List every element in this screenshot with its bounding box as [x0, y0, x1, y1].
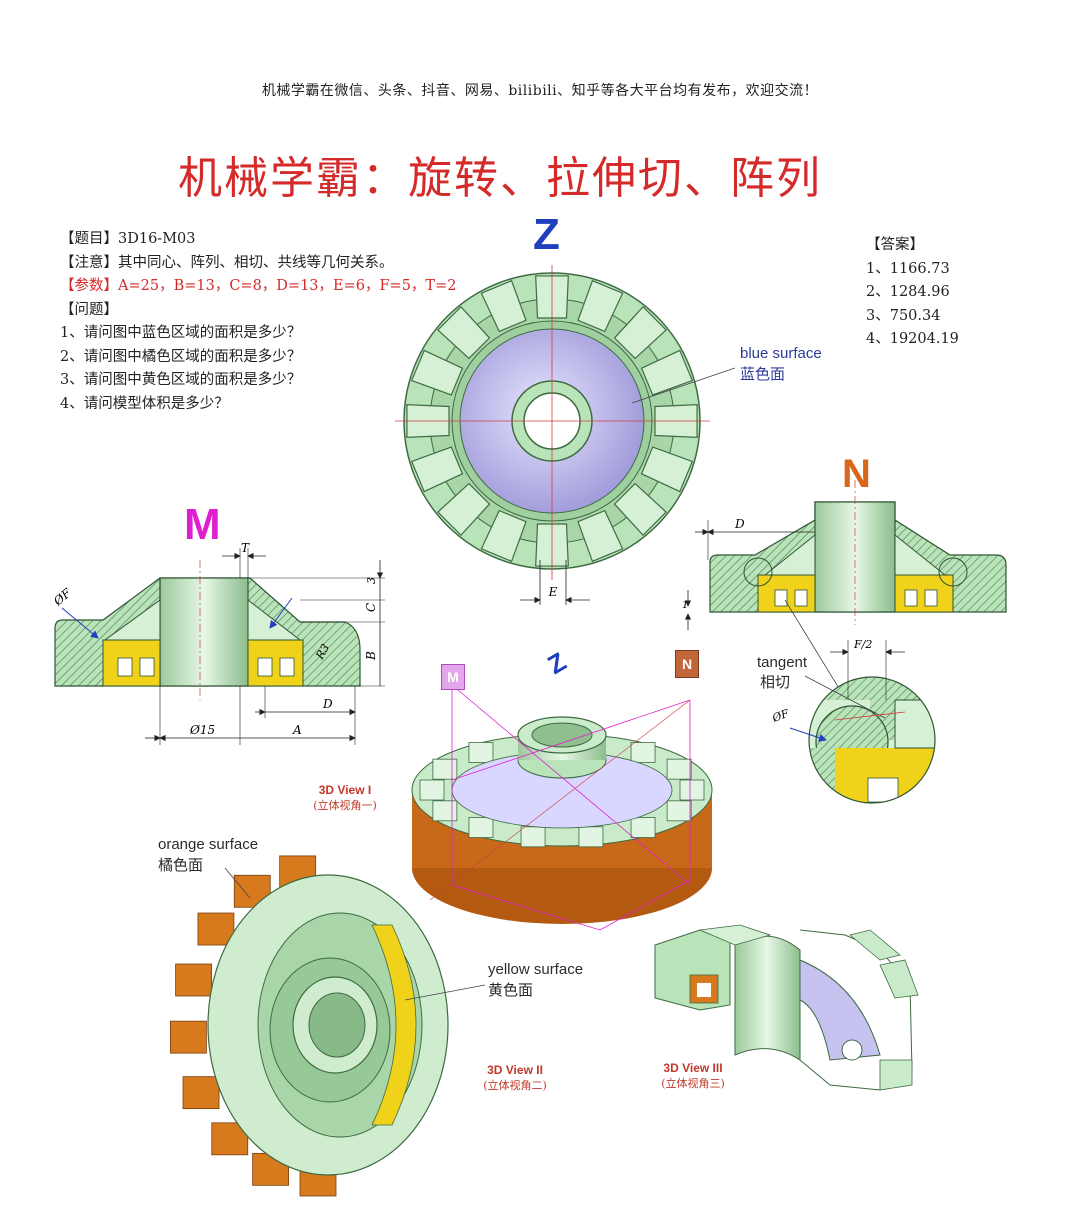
- iso-tooth: [419, 779, 445, 801]
- dim-e: E: [548, 585, 558, 599]
- view-letter-n: N: [842, 452, 871, 496]
- badge-n: N: [675, 650, 699, 678]
- iso-view-3: [654, 924, 919, 1091]
- spoke: [640, 446, 694, 493]
- answers-label: 【答案】: [866, 237, 924, 253]
- callout-blue-en: blue surface: [740, 345, 822, 362]
- answer-2: 2、1284.96: [866, 284, 950, 300]
- question-4: 4、请问模型体积是多少？: [60, 395, 229, 412]
- callout-orange-en: orange surface: [158, 836, 259, 853]
- problem-note-row: 【注意】其中同心、阵列、相切、共线等几何关系。: [60, 252, 520, 276]
- question-3: 3、请问图中黄色区域的面积是多少？: [60, 372, 302, 388]
- header-note: 机械学霸在微信、头条、抖音、网易、bilibili、知乎等各大平台均有发布，欢迎…: [261, 83, 819, 99]
- spoke: [577, 279, 624, 333]
- dim-d-n: D: [734, 517, 745, 531]
- view3-sub: (立体视角三): [661, 1077, 725, 1090]
- iso-tooth: [630, 817, 656, 838]
- view-letter-z: Z: [533, 210, 560, 259]
- dim-t: T: [241, 541, 250, 555]
- dim-f-detail: ØF: [770, 707, 791, 725]
- callout-tangent-zh: 相切: [760, 674, 791, 691]
- badge-m: M: [441, 664, 465, 690]
- dim-3: 3: [365, 577, 378, 584]
- spoke: [613, 482, 667, 536]
- dim-phi15: Ø15: [189, 723, 215, 737]
- spoke: [480, 509, 527, 563]
- callout-blue-zh: 蓝色面: [740, 366, 786, 383]
- question-2: 2、请问图中橘色区域的面积是多少？: [60, 348, 302, 365]
- iso-view-2: [170, 855, 486, 1197]
- iso-tooth: [432, 758, 458, 780]
- top-view-z: E: [395, 265, 736, 605]
- dim-f-left: ØF: [50, 585, 74, 608]
- dim-a: A: [292, 723, 302, 737]
- callout-tangent-en: tangent: [757, 654, 808, 671]
- problem-id-label: 【题目】: [60, 231, 118, 247]
- orange-tooth: [175, 963, 212, 997]
- section-view-n: D 1: [682, 480, 1007, 691]
- problem-id-value: 3D16-M03: [118, 231, 196, 247]
- orange-tooth: [233, 874, 271, 908]
- problem-note-label: 【注意】: [60, 254, 118, 271]
- section-view-m: 3 C B R3 T ØF D Ø15 A: [50, 541, 385, 745]
- orange-tooth: [170, 1020, 207, 1054]
- spoke: [410, 446, 464, 493]
- spoke: [640, 349, 694, 396]
- problem-params-row: 【参数】A=25，B=13，C=8，D=13，E=6，F=5，T=2: [60, 275, 520, 299]
- problem-info: 【题目】3D16-M03 【注意】其中同心、阵列、相切、共线等几何关系。 【参数…: [60, 228, 520, 416]
- spoke: [437, 482, 491, 536]
- view2-label: 3D View II: [487, 1063, 543, 1077]
- view-letter-m: M: [184, 500, 221, 549]
- spoke: [437, 306, 491, 360]
- problem-params-value: A=25，B=13，C=8，D=13，E=6，F=5，T=2: [118, 278, 457, 294]
- callout-yellow-en: yellow surface: [488, 961, 584, 978]
- iso-tooth: [468, 817, 494, 838]
- answers-block: 【答案】 1、1166.73 2、1284.96 3、750.34 4、1920…: [866, 234, 1046, 352]
- dim-1: 1: [682, 600, 688, 611]
- questions-label: 【问题】: [60, 301, 118, 318]
- answer-3: 3、750.34: [866, 307, 941, 324]
- question-1: 1、请问图中蓝色区域的面积是多少？: [60, 325, 302, 341]
- dim-c: C: [364, 603, 378, 612]
- spoke: [480, 279, 527, 333]
- iso-tooth: [468, 742, 494, 763]
- problem-params-label: 【参数】: [60, 278, 118, 294]
- spoke: [577, 509, 624, 563]
- orange-tooth: [197, 912, 235, 946]
- callout-orange-zh: 橘色面: [158, 857, 204, 874]
- view2-sub: (立体视角二): [483, 1079, 547, 1092]
- dim-f2: F/2: [853, 638, 872, 651]
- spoke: [613, 306, 667, 360]
- answer-1: 1、1166.73: [866, 260, 950, 277]
- orange-tooth: [182, 1076, 220, 1110]
- view1-caption: 3D View I (立体视角一): [300, 783, 390, 813]
- view1-sub: (立体视角一): [313, 799, 377, 812]
- iso-tooth: [666, 800, 692, 822]
- view2-caption: 3D View II (立体视角二): [465, 1063, 565, 1093]
- page-title: 机械学霸：旋转、拉伸切、阵列: [178, 153, 822, 204]
- view1-label: 3D View I: [318, 783, 372, 797]
- problem-note-value: 其中同心、阵列、相切、共线等几何关系。: [118, 254, 394, 271]
- iso-tooth: [630, 742, 656, 763]
- iso-tooth: [679, 779, 705, 801]
- iso-view-1: [411, 684, 713, 931]
- problem-id-row: 【题目】3D16-M03: [60, 228, 520, 252]
- view3-label: 3D View III: [663, 1061, 723, 1075]
- iso-tooth: [666, 758, 692, 780]
- view3-caption: 3D View III (立体视角三): [638, 1061, 748, 1091]
- iso-tooth: [520, 826, 546, 848]
- answer-4: 4、19204.19: [866, 331, 959, 347]
- callout-yellow-zh: 黄色面: [488, 982, 534, 999]
- dim-d-m: D: [322, 697, 333, 711]
- dim-b: B: [364, 651, 378, 661]
- spoke: [410, 349, 464, 396]
- iso-tooth: [432, 800, 458, 822]
- iso-tooth: [578, 826, 604, 848]
